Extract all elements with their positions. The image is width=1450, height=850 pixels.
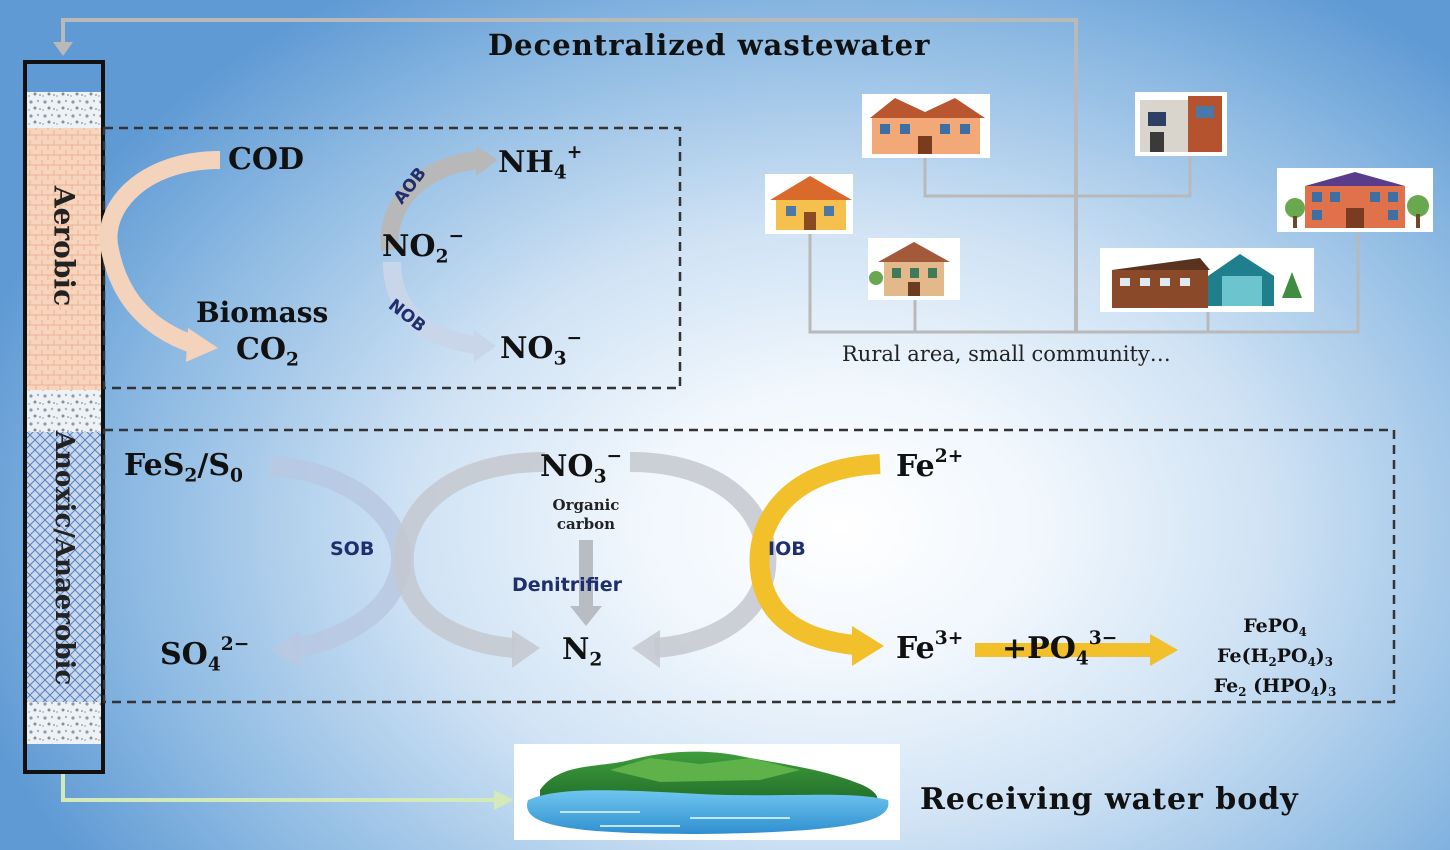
island-lake-icon bbox=[514, 744, 900, 840]
denitrifier-right-arrow bbox=[629, 452, 777, 668]
house-icon-orange-villa bbox=[862, 94, 990, 158]
phosphate-arrow bbox=[975, 634, 1178, 666]
sulfate-label: SO42− bbox=[160, 634, 250, 676]
ferrous-label: Fe2+ bbox=[896, 446, 964, 484]
outlet-arrow bbox=[61, 774, 514, 810]
nob-arrow bbox=[383, 261, 496, 362]
aob-arrow bbox=[380, 146, 498, 251]
nitrite-label: NO2− bbox=[382, 226, 465, 268]
iron-phosphate-products: FePO4 Fe(H2PO4)3 Fe2 (HPO4)3 bbox=[1180, 614, 1370, 704]
denitrifier-left-arrow bbox=[393, 452, 546, 668]
cod-label: COD bbox=[228, 142, 305, 177]
organic-carbon-label: Organic carbon bbox=[552, 496, 620, 533]
pipe-arrowhead bbox=[53, 42, 73, 56]
iob-arrow bbox=[749, 454, 884, 666]
biomass-label: Biomass bbox=[196, 296, 329, 329]
pipe-network bbox=[53, 18, 1360, 334]
pipe-to-column bbox=[61, 18, 1078, 332]
aerobic-zone-box bbox=[102, 126, 682, 390]
diagram-title: Decentralized wastewater bbox=[488, 28, 931, 62]
sob-label: SOB bbox=[330, 538, 375, 560]
house-icon-apartment bbox=[1277, 168, 1433, 232]
product-line: Fe(H2PO4)3 bbox=[1217, 645, 1333, 670]
sob-arrow bbox=[269, 456, 412, 668]
product-line: Fe2 (HPO4)3 bbox=[1213, 675, 1337, 700]
house-icon-tan bbox=[868, 238, 960, 300]
house-icon-modern-brown bbox=[1135, 92, 1227, 156]
rural-area-label: Rural area, small community… bbox=[842, 342, 1171, 366]
pyrite-sulfur-label: FeS2/S0 bbox=[124, 448, 243, 487]
anoxic-zone-label: Anoxic/Anaerobic bbox=[49, 430, 79, 686]
co2-label: CO2 bbox=[236, 332, 299, 371]
house-icon-wooden-teal bbox=[1100, 248, 1314, 312]
cod-arrow bbox=[99, 151, 221, 362]
house-icon-yellow bbox=[765, 174, 853, 234]
phosphate-label: +PO43− bbox=[1002, 628, 1118, 670]
ferric-label: Fe3+ bbox=[896, 628, 964, 666]
nitrate-anoxic-label: NO3− bbox=[540, 446, 623, 488]
denitrifier-label: Denitrifier bbox=[512, 574, 623, 596]
denitrifier-center-arrow bbox=[570, 540, 602, 626]
iob-label: IOB bbox=[768, 538, 806, 560]
aerobic-zone-label: Aerobic bbox=[47, 185, 81, 307]
ammonium-label: NH4+ bbox=[498, 142, 583, 184]
nitrate-aerobic-label: NO3− bbox=[500, 328, 583, 370]
dinitrogen-label: N2 bbox=[562, 632, 603, 671]
anoxic-zone-box bbox=[102, 428, 1396, 704]
receiving-water-label: Receiving water body bbox=[920, 782, 1299, 817]
treatment-column bbox=[23, 60, 105, 774]
product-line: FePO4 bbox=[1243, 615, 1307, 640]
